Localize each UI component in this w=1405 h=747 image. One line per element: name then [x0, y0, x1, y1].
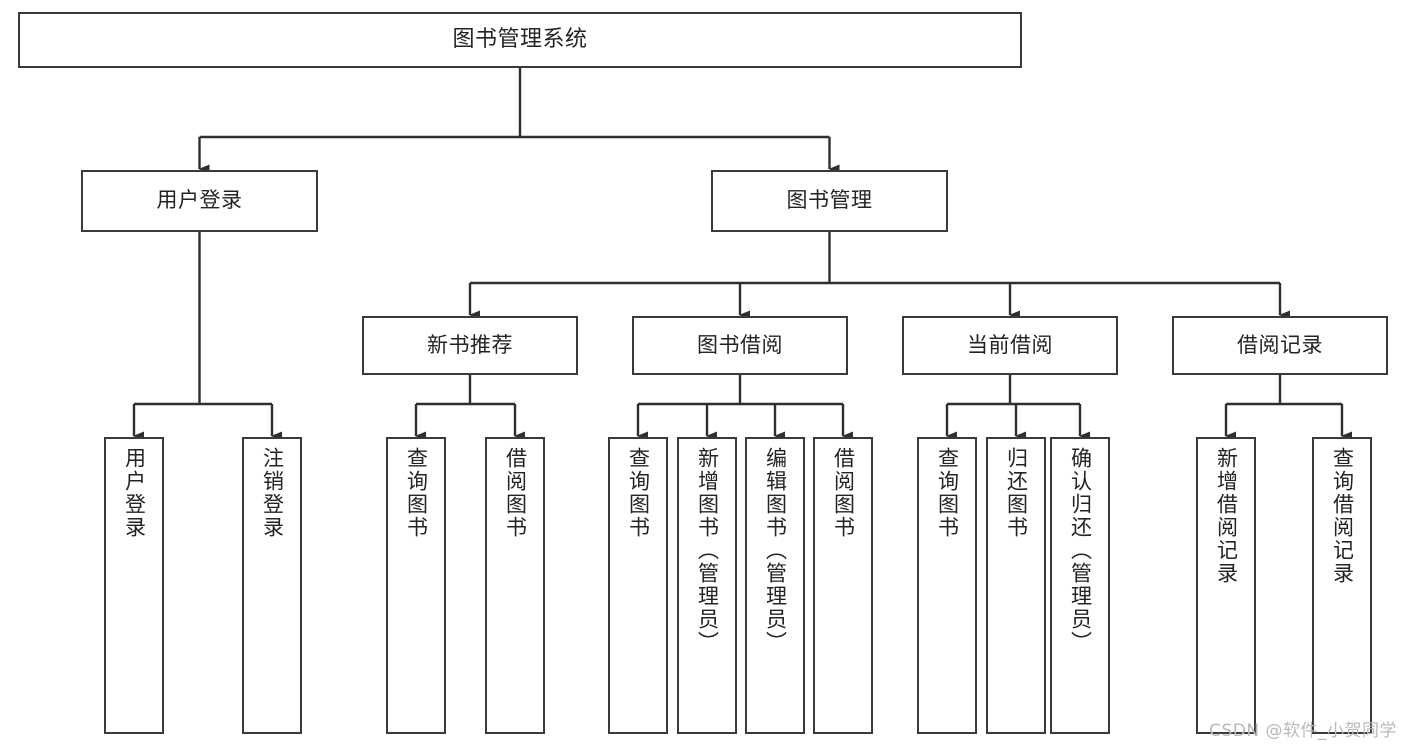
node-leaf-add-record[interactable]: 新增借阅记录 [1196, 437, 1256, 734]
node-label: 图书管理 [786, 188, 873, 213]
node-leaf-query-book-cur[interactable]: 查询图书 [917, 437, 977, 734]
node-leaf-query-book-rec[interactable]: 查询图书 [386, 437, 446, 734]
node-label: 查询借阅记录 [1330, 447, 1355, 585]
node-user-login[interactable]: 用户登录 [81, 170, 318, 232]
node-label: 图书管理系统 [452, 27, 588, 53]
node-leaf-borrow-book[interactable]: 借阅图书 [813, 437, 873, 734]
node-label: 查询图书 [626, 447, 651, 539]
node-label: 查询图书 [404, 447, 429, 539]
node-label: 借阅记录 [1237, 332, 1323, 357]
node-label: 确认归还（管理员） [1068, 447, 1093, 654]
node-book-manage[interactable]: 图书管理 [711, 170, 948, 232]
node-leaf-borrow-book-rec[interactable]: 借阅图书 [485, 437, 545, 734]
node-label: 图书借阅 [697, 332, 783, 357]
node-leaf-query-record[interactable]: 查询借阅记录 [1312, 437, 1372, 734]
node-label: 注销登录 [260, 447, 285, 539]
node-leaf-user-login[interactable]: 用户登录 [104, 437, 164, 734]
node-label: 用户登录 [156, 188, 243, 213]
node-current-borrow[interactable]: 当前借阅 [902, 316, 1118, 375]
node-leaf-query-book[interactable]: 查询图书 [608, 437, 668, 734]
node-label: 新增借阅记录 [1214, 447, 1239, 585]
node-label: 借阅图书 [831, 447, 856, 539]
node-label: 新书推荐 [427, 332, 513, 357]
node-label: 当前借阅 [967, 332, 1053, 357]
node-leaf-logout[interactable]: 注销登录 [242, 437, 302, 734]
node-label: 用户登录 [122, 447, 147, 539]
node-leaf-add-book[interactable]: 新增图书（管理员） [677, 437, 737, 734]
node-book-borrow[interactable]: 图书借阅 [632, 316, 848, 375]
node-leaf-confirm-return[interactable]: 确认归还（管理员） [1050, 437, 1110, 734]
node-label: 新增图书（管理员） [695, 447, 720, 654]
node-label: 编辑图书（管理员） [763, 447, 788, 654]
edge-layer [132, 68, 1352, 441]
node-leaf-return-book[interactable]: 归还图书 [986, 437, 1046, 734]
node-new-book-recommend[interactable]: 新书推荐 [362, 316, 578, 375]
node-borrow-record[interactable]: 借阅记录 [1172, 316, 1388, 375]
node-root[interactable]: 图书管理系统 [18, 12, 1022, 68]
node-leaf-edit-book[interactable]: 编辑图书（管理员） [745, 437, 805, 734]
node-label: 查询图书 [935, 447, 960, 539]
node-label: 归还图书 [1004, 447, 1029, 539]
node-label: 借阅图书 [503, 447, 528, 539]
